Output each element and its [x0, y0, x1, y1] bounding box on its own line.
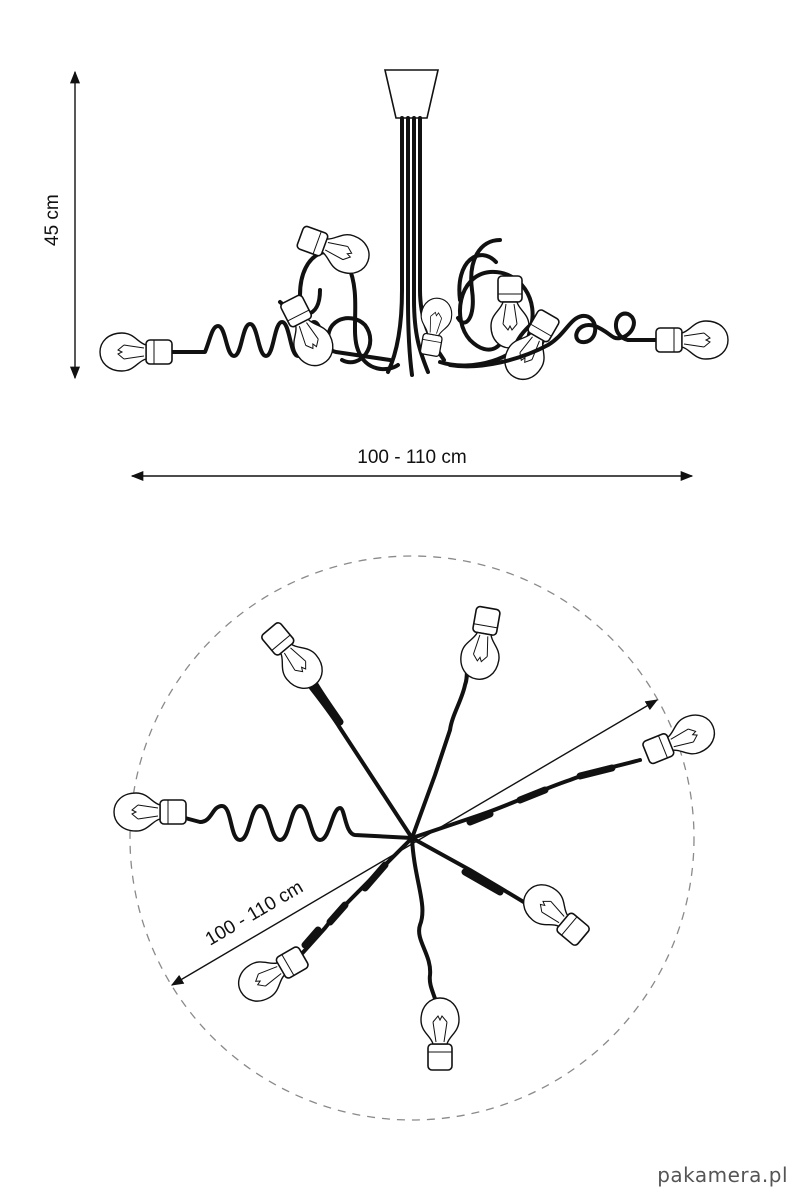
bulb-top-lower-right [514, 875, 597, 953]
bulb-top-left [113, 792, 187, 832]
watermark-logo: pakamera.pl [657, 1163, 788, 1187]
top-view: 100 - 110 cm [113, 555, 721, 1121]
ceiling-canopy [383, 69, 440, 119]
side-view: 45 cm 100 - 110 cm [42, 69, 729, 482]
bulb-top-lower-left [230, 938, 314, 1010]
bulb-top-upper-right [456, 603, 509, 684]
diameter-dimension-arrow [170, 699, 659, 986]
diameter-label: 100 - 110 cm [202, 877, 307, 951]
width-label: 100 - 110 cm [357, 447, 466, 468]
right-loop-arm [448, 311, 662, 369]
bulb-side-right [655, 320, 729, 360]
height-label: 45 cm [42, 194, 63, 246]
bulb-side-left [99, 332, 173, 372]
bulb-top-right [638, 708, 721, 772]
bulb-top-bottom [420, 997, 460, 1071]
reach-circle [129, 555, 695, 1121]
